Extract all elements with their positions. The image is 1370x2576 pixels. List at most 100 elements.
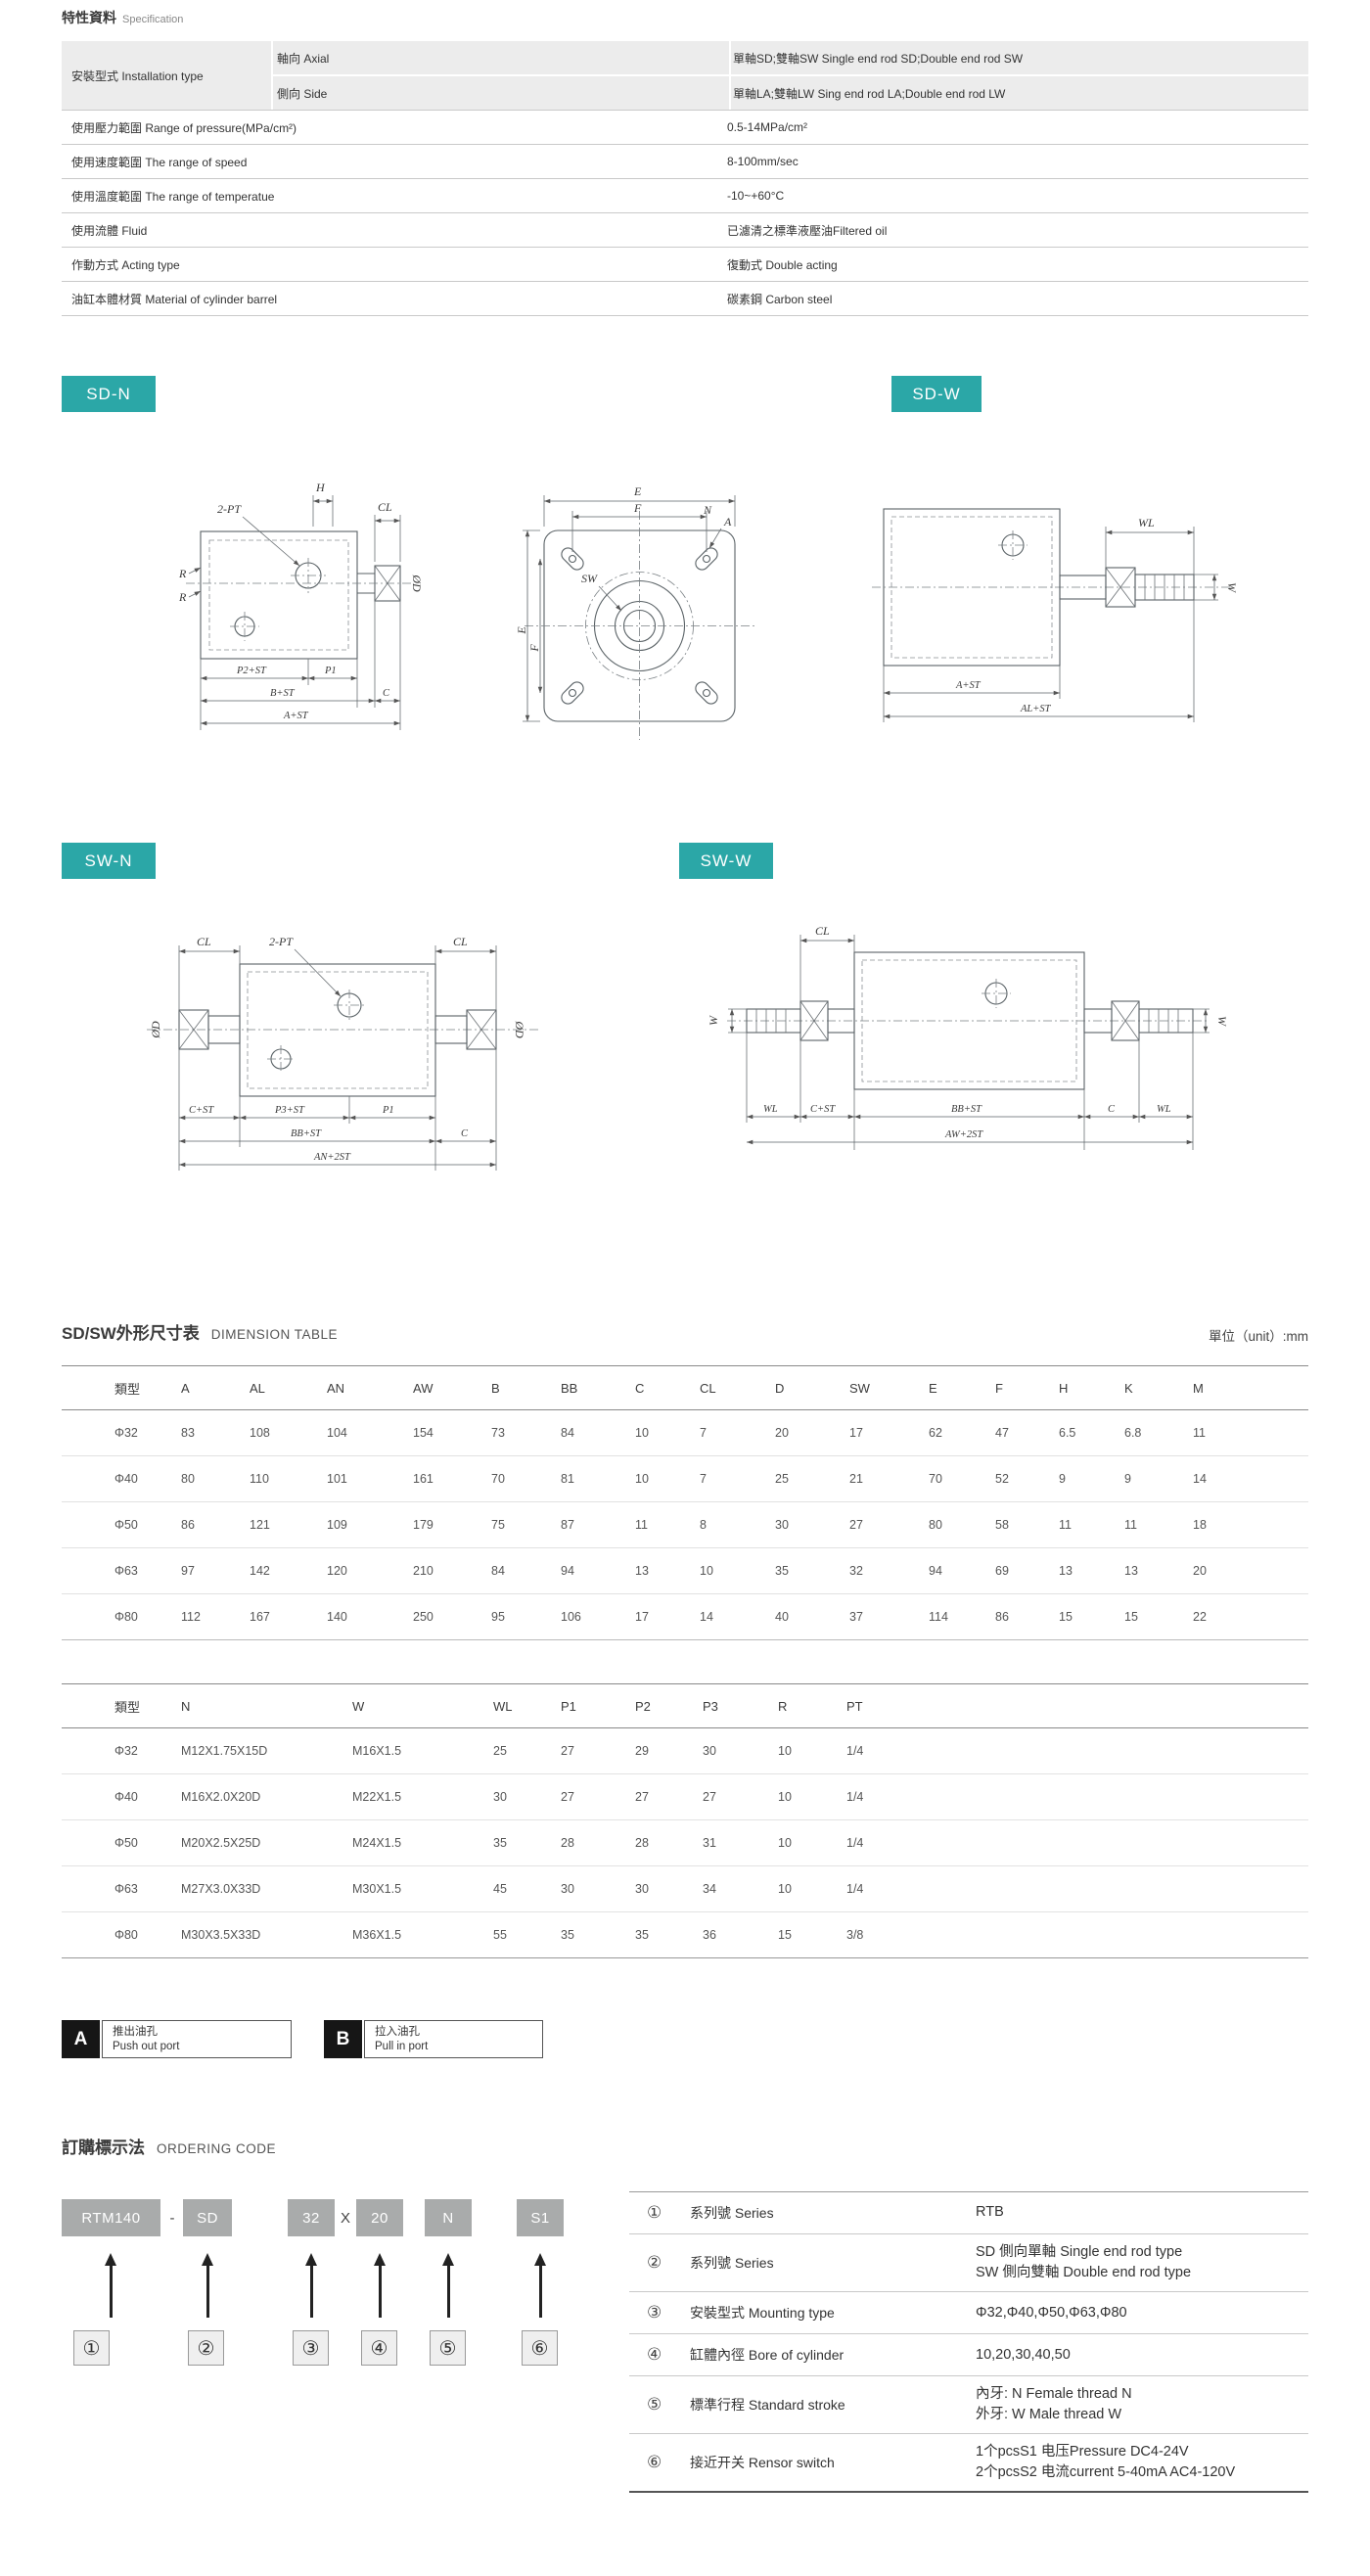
spec-row: 使用溫度範圍 The range of temperatue-10~+60°C bbox=[62, 179, 1308, 213]
column-header: K bbox=[1124, 1380, 1133, 1396]
cell-value: 32 bbox=[849, 1564, 863, 1578]
cell-value: 15 bbox=[1059, 1610, 1073, 1624]
column-header: M bbox=[1193, 1380, 1204, 1396]
row-type: Φ40 bbox=[114, 1472, 138, 1486]
cell-value: 6.8 bbox=[1124, 1426, 1142, 1440]
circled-number: ⑤ bbox=[647, 2395, 662, 2415]
cell-value: 11 bbox=[1124, 1518, 1137, 1532]
code-separator-dash: - bbox=[169, 2209, 175, 2227]
port-b-key: B bbox=[324, 2020, 362, 2058]
cell-value: 6.5 bbox=[1059, 1426, 1076, 1440]
cell-value: 28 bbox=[635, 1836, 649, 1850]
legend-value-line: 10,20,30,40,50 bbox=[976, 2346, 1071, 2363]
cell-value: 35 bbox=[493, 1836, 507, 1850]
code-number-2: ② bbox=[188, 2330, 224, 2366]
column-header: R bbox=[778, 1698, 788, 1714]
dimension-annotations: E F E F SW N A bbox=[517, 484, 736, 722]
legend-value-line: 內牙: N Female thread N bbox=[976, 2386, 1132, 2403]
cell-value: 22 bbox=[1193, 1610, 1207, 1624]
cell-value: 62 bbox=[929, 1426, 942, 1440]
cell-value: 80 bbox=[929, 1518, 942, 1532]
cell-value: 45 bbox=[493, 1882, 507, 1896]
column-header: P2 bbox=[635, 1698, 651, 1714]
dim-label-cl: CL bbox=[815, 924, 830, 938]
cell-value: 70 bbox=[491, 1472, 505, 1486]
cell-value: M27X3.0X33D bbox=[181, 1882, 261, 1896]
dim-label-bst: B+ST bbox=[270, 688, 296, 699]
cell-value: 9 bbox=[1059, 1472, 1066, 1486]
drawing-sd-w: WL W A+ST AL+ST bbox=[872, 508, 1238, 722]
port-b-en: Pull in port bbox=[375, 2040, 429, 2052]
code-box-series: RTM140 bbox=[62, 2199, 160, 2236]
cell-value: 15 bbox=[778, 1928, 792, 1942]
spec-value: 復動式 Double acting bbox=[727, 257, 838, 272]
column-header: BB bbox=[561, 1380, 578, 1396]
cell-value: 30 bbox=[561, 1882, 574, 1896]
spec-label: 使用速度範圍 The range of speed bbox=[71, 155, 248, 169]
cell-value: 28 bbox=[561, 1836, 574, 1850]
code-arrow-4 bbox=[373, 2253, 387, 2318]
dim-label-p3st: P3+ST bbox=[274, 1105, 305, 1116]
dim-label-sw: SW bbox=[581, 572, 598, 585]
cell-value: 30 bbox=[703, 1744, 716, 1758]
code-arrow-1 bbox=[104, 2253, 117, 2318]
cell-value: 8 bbox=[700, 1518, 707, 1532]
flange-face bbox=[525, 511, 757, 740]
dim-label-bbst: BB+ST bbox=[291, 1128, 322, 1139]
cell-value: 1/4 bbox=[846, 1790, 864, 1804]
code-number-6: ⑥ bbox=[522, 2330, 558, 2366]
spec-value: 已濾清之標準液壓油Filtered oil bbox=[727, 223, 888, 238]
dim-label-w-right: W bbox=[1215, 1016, 1229, 1027]
cell-value: 58 bbox=[995, 1518, 1009, 1532]
drawing-sd-n-front: E F E F SW N A bbox=[517, 484, 757, 740]
dim-label-2pt: 2-PT bbox=[269, 935, 294, 948]
column-header: AW bbox=[413, 1380, 434, 1396]
spec-title-en: Specification bbox=[122, 14, 184, 25]
cell-value: 3/8 bbox=[846, 1928, 864, 1942]
cell-value: 10 bbox=[635, 1472, 649, 1486]
column-header: D bbox=[775, 1380, 785, 1396]
dim-label-cst: C+ST bbox=[810, 1104, 836, 1115]
column-header: C bbox=[635, 1380, 645, 1396]
cell-value: 30 bbox=[775, 1518, 789, 1532]
cell-value: 73 bbox=[491, 1426, 505, 1440]
dim-label-od-right: ØD bbox=[513, 1020, 526, 1038]
cell-value: 30 bbox=[493, 1790, 507, 1804]
cylinder-body bbox=[147, 963, 538, 1097]
drawing-sw-w: CL W W WL C+ST BB+ST C WL bbox=[707, 924, 1229, 1150]
cell-value: 17 bbox=[849, 1426, 863, 1440]
code-arrow-2 bbox=[201, 2253, 214, 2318]
cell-value: 109 bbox=[327, 1518, 347, 1532]
cell-value: 10 bbox=[635, 1426, 649, 1440]
cell-value: 154 bbox=[413, 1426, 434, 1440]
legend-value-line: Φ32,Φ40,Φ50,Φ63,Φ80 bbox=[976, 2304, 1127, 2321]
cell-value: 104 bbox=[327, 1426, 347, 1440]
drawing-sd-n-side: 2-PT H CL ØD R R P2+ST P1 B+ST bbox=[178, 481, 424, 730]
column-header: PT bbox=[846, 1698, 863, 1714]
dim-label-wl: WL bbox=[1138, 516, 1155, 529]
cell-value: 75 bbox=[491, 1518, 505, 1532]
spec-install-side: 側向 Side bbox=[273, 76, 729, 110]
dimension-annotations: CL W W WL C+ST BB+ST C WL bbox=[707, 924, 1229, 1150]
cell-value: 40 bbox=[775, 1610, 789, 1624]
dim-label-c: C bbox=[383, 688, 390, 699]
circled-number: ① bbox=[647, 2203, 662, 2222]
row-type: Φ63 bbox=[114, 1882, 138, 1896]
spec-rows: 使用壓力範圍 Range of pressure(MPa/cm²)0.5-14M… bbox=[62, 111, 1308, 316]
circled-number: ② bbox=[647, 2253, 662, 2273]
cell-value: 10 bbox=[778, 1836, 792, 1850]
cell-value: 11 bbox=[635, 1518, 648, 1532]
cell-value: 36 bbox=[703, 1928, 716, 1942]
